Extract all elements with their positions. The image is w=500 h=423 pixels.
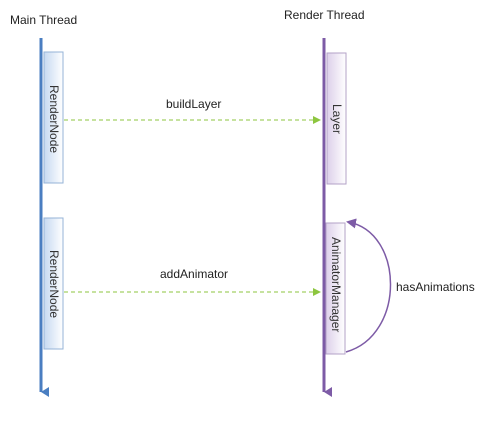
animator-manager-box: [325, 222, 346, 355]
render-thread-title: Render Thread: [284, 8, 365, 22]
layer-label: Layer: [330, 104, 344, 135]
main-thread-title: Main Thread: [10, 13, 78, 27]
render-node-label-1: RenderNode: [47, 85, 61, 154]
has-animations-arrow: [345, 218, 392, 353]
animator-manager-label: AnimatorManager: [329, 237, 343, 333]
has-animations-label: hasAnimations: [396, 280, 475, 294]
layer-box: [326, 52, 347, 185]
add-animator-label: addAnimator: [160, 267, 229, 281]
build-layer-label: buildLayer: [166, 97, 222, 111]
render-node-box-1: [43, 51, 64, 184]
render-node-label-2: RenderNode: [47, 250, 61, 319]
render-node-box-2: [43, 217, 64, 350]
